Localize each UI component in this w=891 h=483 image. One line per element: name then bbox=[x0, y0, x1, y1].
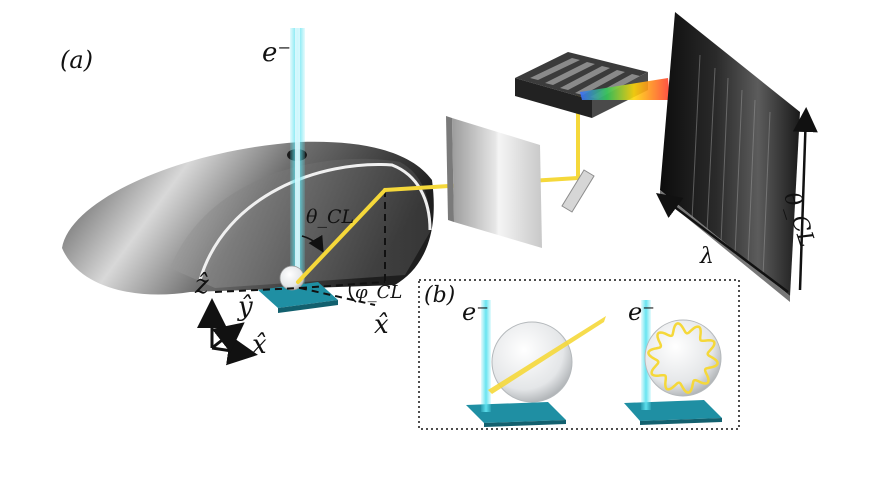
fold-mirror bbox=[561, 169, 595, 213]
wavelength-label: λ bbox=[700, 244, 714, 269]
wavelength-axis-arrow bbox=[656, 193, 789, 293]
axis-x-label-mirror: x̂ bbox=[374, 310, 389, 340]
coordinate-axes bbox=[197, 298, 258, 366]
axis-z-label: ẑ bbox=[195, 270, 209, 300]
electron-label: e⁻ bbox=[262, 38, 292, 68]
ccd-detector bbox=[660, 12, 800, 302]
phi-cl-label: φ_CL bbox=[355, 282, 403, 303]
inset-electron-label-right: e⁻ bbox=[628, 298, 655, 326]
theta-arc bbox=[301, 234, 324, 253]
inset-b-right-scheme bbox=[624, 300, 722, 425]
inset-b-left-scheme bbox=[466, 300, 606, 427]
parabolic-mirror bbox=[62, 141, 434, 295]
dispersed-spectrum bbox=[580, 78, 670, 100]
theta-cl-label: θ_CL bbox=[306, 206, 355, 228]
phi-arc bbox=[348, 285, 357, 303]
inset-b-frame bbox=[418, 279, 740, 430]
inset-electron-label-left: e⁻ bbox=[462, 298, 489, 326]
panel-a-label: (a) bbox=[60, 46, 94, 74]
angle-axis-arrow bbox=[792, 107, 818, 291]
axis-y-label: ŷ bbox=[238, 292, 253, 322]
angle-construction-lines bbox=[214, 190, 386, 306]
spectrometer-slit bbox=[446, 116, 542, 248]
axis-x-label: x̂ bbox=[252, 330, 267, 360]
panel-b-label: (b) bbox=[424, 283, 456, 308]
